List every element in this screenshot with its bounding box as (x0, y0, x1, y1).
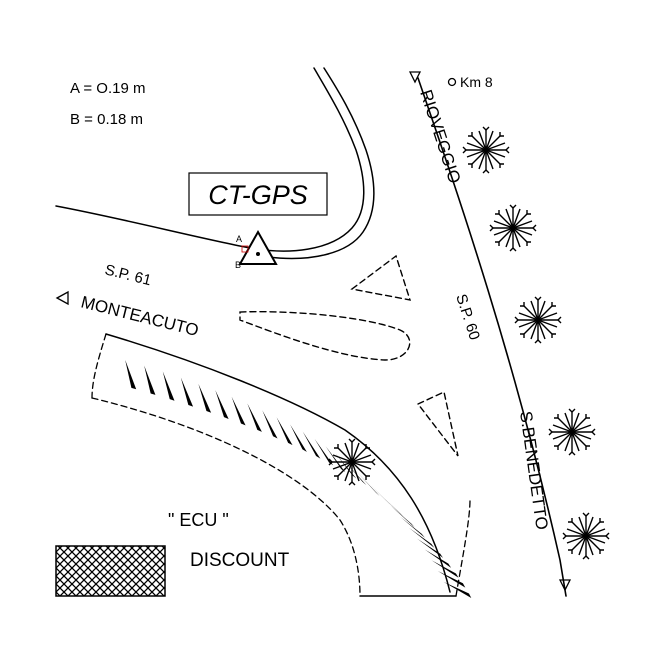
station-name: CT-GPS (208, 180, 308, 210)
parking-stalls (125, 359, 472, 598)
road-label-sp60: S.P. 60 (452, 292, 483, 342)
parking-stall-arrow (180, 377, 194, 407)
road-label-rioveggio: RIOVEGGIO (416, 87, 464, 185)
tree-icon (562, 512, 610, 560)
parking-stall-arrow (198, 383, 212, 413)
station-marker-b: B (235, 260, 241, 270)
tree-icon (462, 126, 510, 174)
station-label-box (188, 172, 328, 216)
parking-stall-arrow (162, 371, 175, 401)
triangle-station-icon (238, 229, 278, 265)
parking-stall-arrow (443, 581, 472, 598)
km-marker-icon (447, 77, 457, 87)
parking-stall-arrow (276, 417, 293, 446)
road-label-monteacuto: MONTEACUTO (79, 292, 201, 340)
parking-stall-arrow (437, 571, 466, 588)
road-label-sbenedetto: S.BENEDETTO (516, 410, 551, 531)
parking-stall-arrow (215, 390, 229, 419)
tree-icon (514, 296, 562, 344)
road-label-sp61: S.P. 61 (103, 261, 153, 289)
parking-stall-arrow (431, 560, 459, 578)
parking-stall-arrow (369, 483, 393, 507)
direction-triangle-icon (408, 71, 422, 84)
parking-stall-arrow (335, 453, 357, 479)
legend-a-label: A = O.19 m (70, 80, 145, 97)
parking-stall-arrow (400, 516, 425, 538)
road-sp60 (417, 77, 567, 597)
parking-stall-arrow (408, 527, 435, 548)
parking-stall-arrow (357, 472, 380, 497)
traffic-island-bottom (416, 390, 459, 457)
parking-stall-arrow (262, 410, 278, 439)
traffic-island-top (350, 254, 412, 301)
parking-stall-arrow (247, 403, 262, 432)
station-marker-box (241, 245, 249, 253)
parking-stall-arrow (144, 365, 156, 395)
store-name: " ECU " (168, 510, 229, 530)
km-label: Km 8 (460, 74, 493, 90)
station-marker-a: A (236, 234, 242, 244)
store-type: DISCOUNT (190, 550, 290, 571)
legend-b-label: B = 0.18 m (70, 111, 143, 128)
parking-stall-arrow (417, 538, 444, 558)
parking-stall-arrow (380, 494, 404, 518)
tree-icon (548, 408, 596, 456)
parking-stall-arrow (302, 431, 321, 459)
parking-stall-arrow (125, 359, 137, 390)
parking-stall-arrow (314, 438, 334, 466)
tree-icon (328, 438, 376, 486)
parking-stall-arrow (290, 424, 307, 452)
parking-lot (91, 333, 472, 598)
parking-stall-arrow (390, 505, 415, 528)
parking-stall-arrow (424, 549, 452, 568)
direction-triangle-icon (55, 290, 69, 306)
traffic-island-middle (239, 311, 411, 361)
tree-icon (489, 204, 537, 252)
parking-stall-arrow (325, 446, 346, 472)
hatched-building-icon (55, 545, 166, 597)
direction-triangle-icon (558, 579, 572, 592)
parking-stall-arrow (231, 396, 246, 426)
road-sp61-upper (55, 67, 375, 260)
